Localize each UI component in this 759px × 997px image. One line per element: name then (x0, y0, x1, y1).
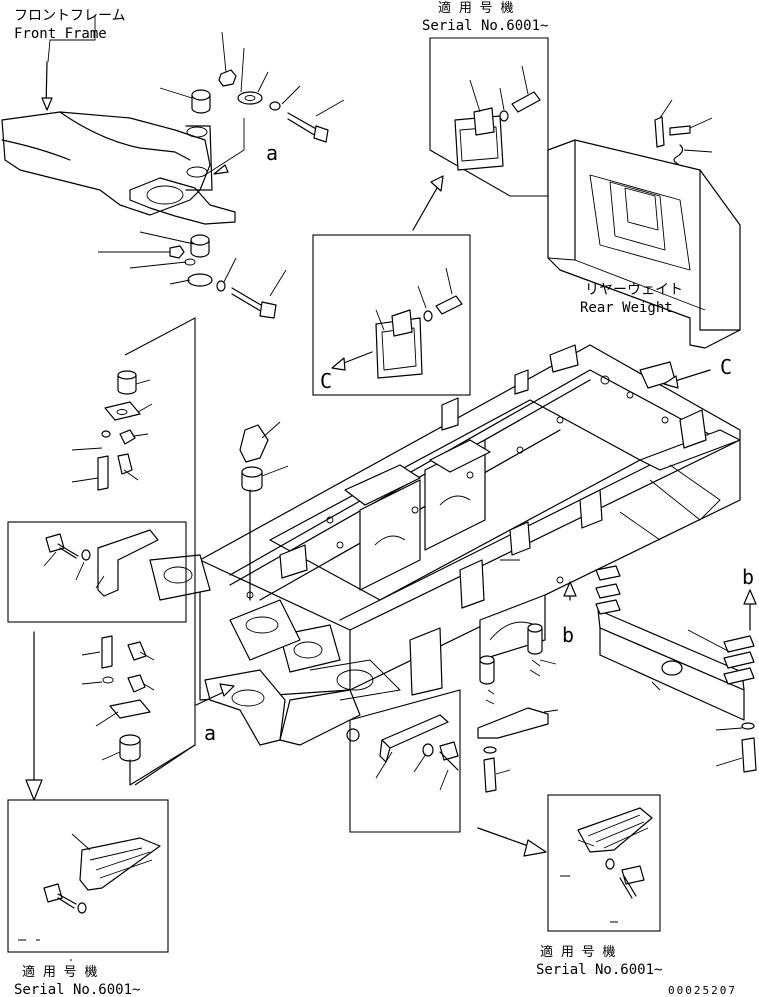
left-bracket-inset (7, 521, 187, 623)
front-frame-part (1, 15, 236, 225)
rear-weight-part (547, 99, 741, 349)
front-frame-hardware (98, 31, 345, 319)
serial-inset-top (429, 37, 549, 197)
view-c-label-inset: C (320, 369, 332, 393)
left-stack-parts (71, 317, 289, 786)
view-c-label-frame: C (720, 355, 732, 379)
inset-arrow-lower (477, 827, 535, 849)
serial-bl-label-en: Serial No.6001~ (14, 982, 140, 997)
front-frame-label-en: Front Frame (14, 26, 107, 42)
front-frame-label-jp: フロントフレーム (14, 8, 126, 24)
right-step-parts (563, 565, 757, 773)
drawing-number: 00025207 (668, 984, 737, 997)
serial-top-label-en: Serial No.6001~ (422, 18, 548, 34)
rear-weight-label-jp: リヤーウェイト (585, 282, 683, 298)
serial-br-label-jp: 適 用 号 機 (540, 944, 615, 960)
view-a-label-top: a (266, 141, 278, 165)
serial-inset-bottom-left (7, 799, 169, 961)
serial-top-label-jp: 適 用 号 機 (438, 0, 513, 16)
view-b-label-right: b (742, 565, 754, 589)
bottom-center-inset (349, 689, 461, 833)
serial-inset-bottom-right (547, 794, 661, 932)
view-b-label-left: b (562, 623, 574, 647)
view-c-inset (312, 234, 471, 396)
rear-frame-main (149, 344, 741, 746)
view-a-label-bottom: a (204, 721, 216, 745)
inset-arrow-upper (412, 187, 438, 231)
serial-br-label-en: Serial No.6001~ (536, 962, 662, 978)
bottom-center-parts (477, 623, 559, 793)
view-c-arrow (671, 369, 711, 383)
rear-weight-label-en: Rear Weight (580, 300, 673, 316)
serial-bl-label-jp: 適 用 号 機 (22, 964, 97, 980)
